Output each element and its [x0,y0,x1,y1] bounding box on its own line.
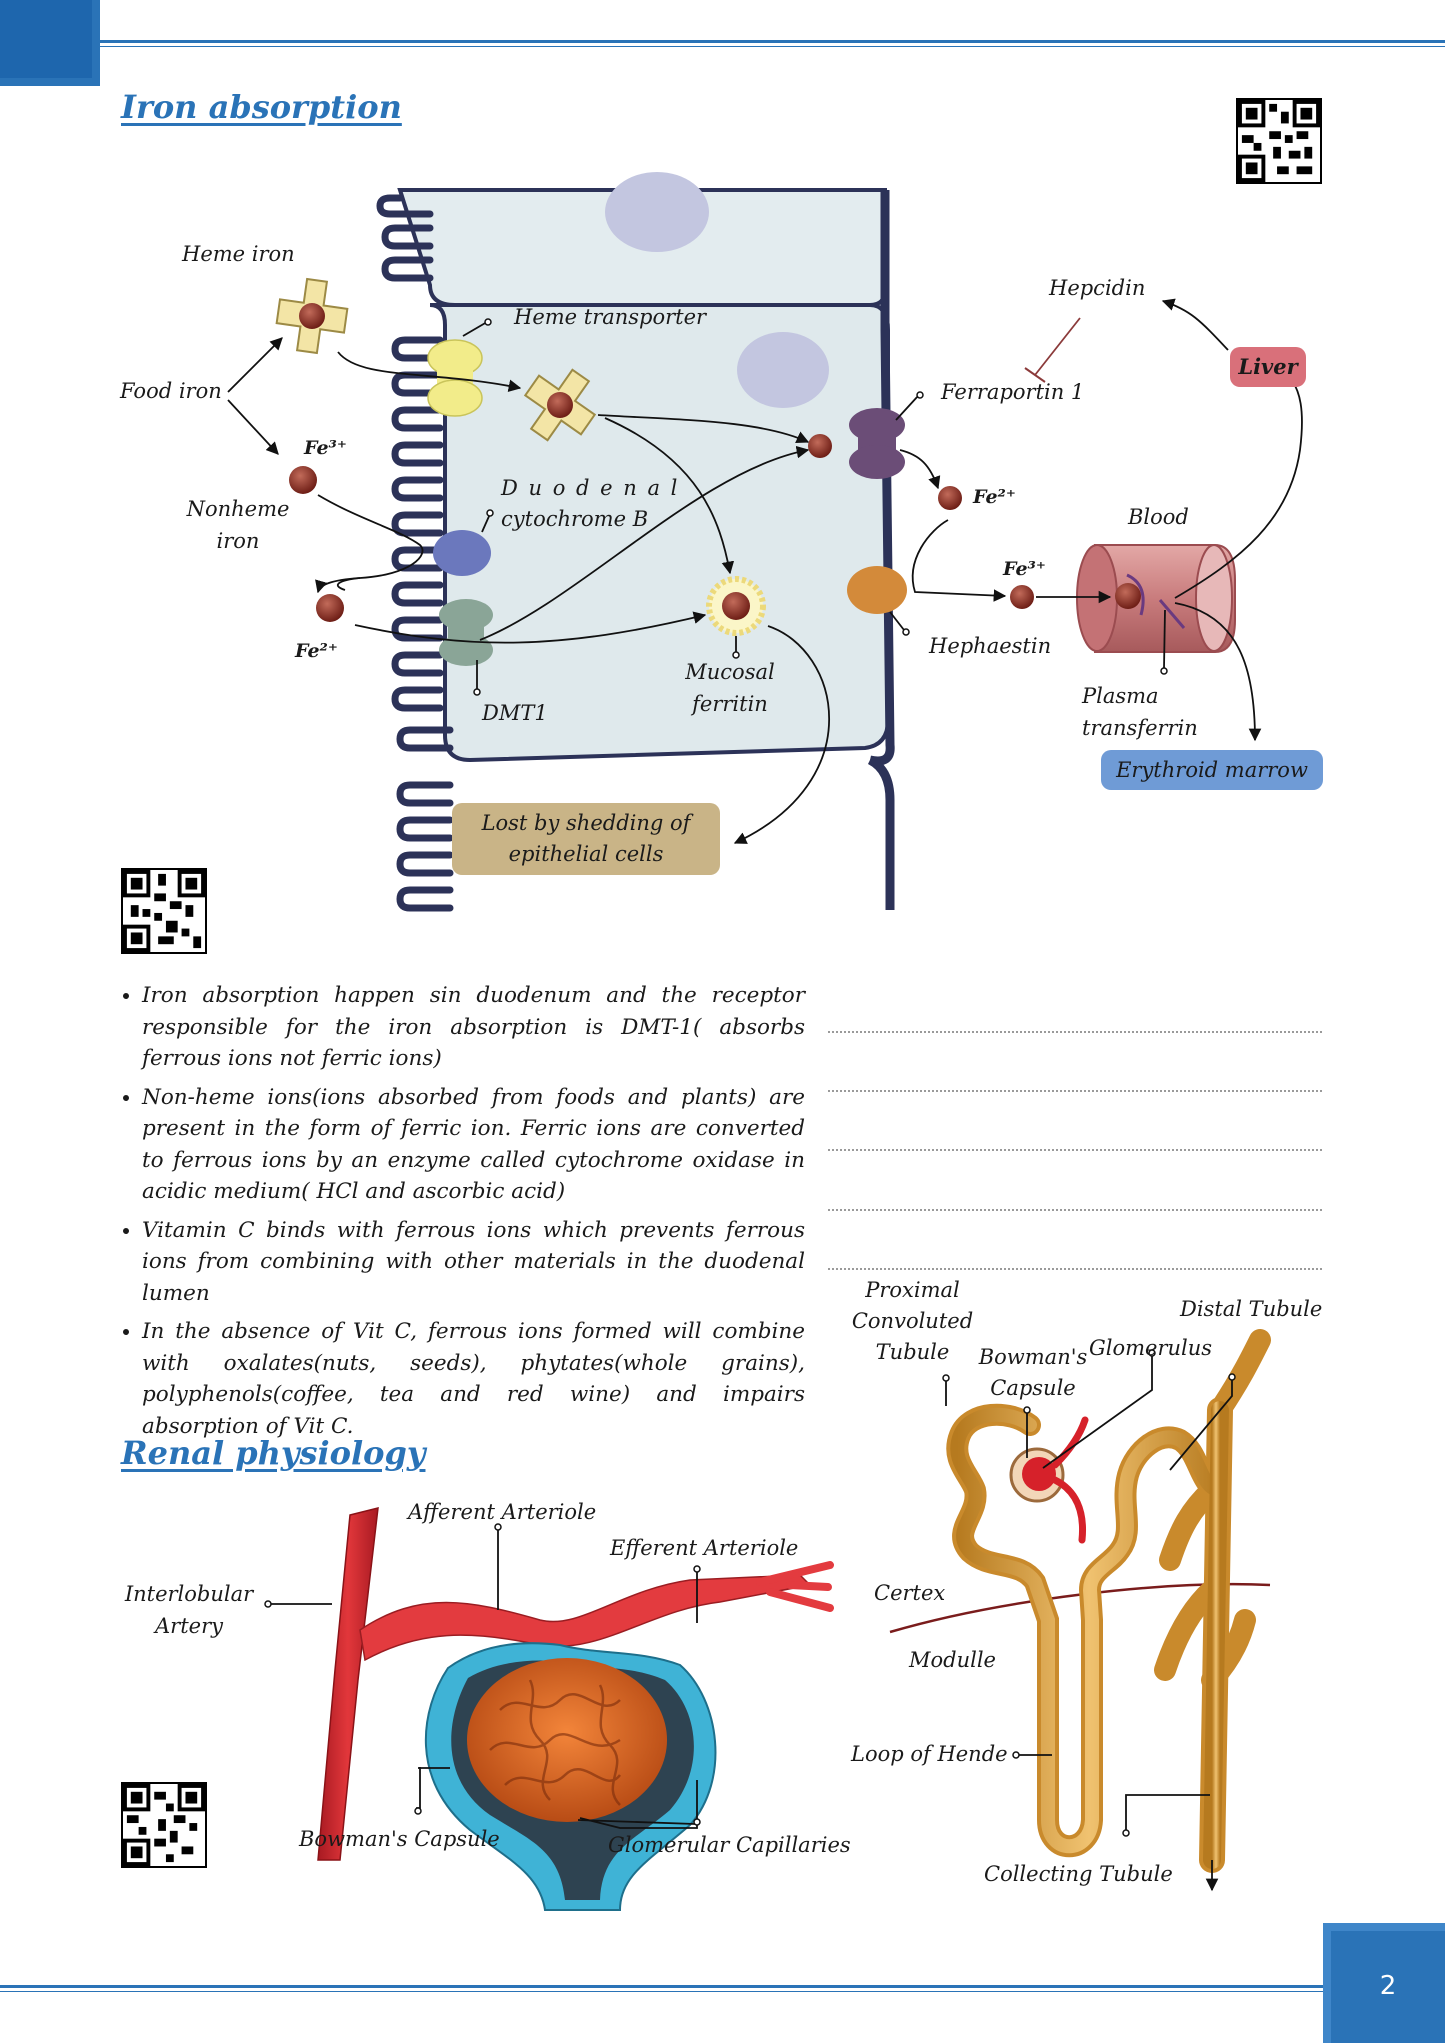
label-modulle: Modulle [909,1648,996,1672]
bullet-item: In the absence of Vit C, ferrous ions fo… [142,1316,805,1442]
qr-code-bottom[interactable] [121,1782,207,1868]
nephron-diagram [889,1329,1271,1892]
note-line [828,1209,1322,1211]
note-line [828,1268,1322,1270]
label-lost-shedding: Lost by shedding of epithelial cells [452,803,720,875]
blood-vessel [1076,544,1236,653]
iron-ball-inside [808,434,832,458]
qr-code-icon [1238,100,1320,182]
bullet-item: Iron absorption happen sin duodenum and … [142,980,805,1075]
nucleus-upper [605,172,709,252]
page-number-block: 2 [1323,1923,1445,2043]
label-fe2-left: Fe²⁺ [295,640,338,662]
label-distal-tubule: Distal Tubule [1180,1297,1323,1321]
qr-code-icon [123,1784,205,1866]
label-plasma-line2: transferrin [1082,716,1198,740]
renal-section-title: Renal physiology [121,1434,426,1472]
interlobular-artery [317,1507,379,1861]
iron-section-title: Iron absorption [121,88,402,126]
footer-rule [0,1985,1323,1988]
label-plasma-line1: Plasma [1082,684,1159,708]
label-certex: Certex [874,1581,946,1605]
header-rule-thin [100,46,1445,47]
label-dmt1: DMT1 [482,701,548,725]
note-line [828,1090,1322,1092]
label-nonheme-line1: Nonheme [186,497,290,521]
qr-code-top[interactable] [1236,98,1322,184]
glomerulus-diagram [264,1507,834,1911]
label-hephaestin: Hephaestin [929,634,1052,658]
ferroportin-protein [849,408,905,479]
label-nephron-bowman-line2: Capsule [990,1376,1076,1400]
label-bowmans-capsule: Bowman's Capsule [299,1827,500,1851]
qr-code-icon [123,870,205,952]
note-line [828,1031,1322,1033]
nucleus-main [737,332,829,408]
label-food-iron: Food iron [120,379,222,403]
microvilli [376,194,454,912]
fe3-ball-left [289,466,317,494]
label-fe3-right: Fe³⁺ [1003,558,1046,580]
glomerular-capillaries [467,1658,667,1822]
label-afferent-arteriole: Afferent Arteriole [408,1500,597,1524]
heme-inside-molecule [523,368,597,442]
label-duodenal-line1: D u o d e n a l [501,476,680,500]
duodenal-cytochrome-b-protein [433,530,491,576]
label-erythroid-marrow: Erythroid marrow [1101,750,1323,790]
fe2-ball-left [316,594,344,622]
label-nephron-bowman-line1: Bowman's [978,1345,1088,1369]
header-rule [100,40,1445,43]
label-interlobular-line2: Artery [155,1614,223,1638]
label-proximal-line1: Proximal [865,1278,960,1302]
label-glomerular-capillaries: Glomerular Capillaries [608,1833,851,1857]
heme-transporter-protein [427,339,483,417]
iron-absorption-diagram [227,172,1303,912]
label-nonheme-line2: iron [216,529,260,553]
footer-rule-thin [0,1991,1323,1992]
label-efferent-arteriole: Efferent Arteriole [610,1536,799,1560]
qr-code-middle[interactable] [121,868,207,954]
iron-bullet-list: Iron absorption happen sin duodenum and … [120,980,805,1449]
bullet-item: Non-heme ions(ions absorbed from foods a… [142,1082,805,1208]
afferent-efferent-arteriole [359,1574,812,1662]
label-fe3-left: Fe³⁺ [304,437,347,459]
label-proximal-line2: Convoluted [851,1309,974,1333]
heme-iron-molecule [275,277,349,355]
label-heme-transporter: Heme transporter [514,305,707,329]
corner-block-top [0,0,100,86]
label-hepcidin: Hepcidin [1049,276,1146,300]
label-duodenal-line2: cytochrome B [501,507,649,531]
label-mucosal-line2: ferritin [692,692,768,716]
page-number: 2 [1379,1971,1397,2001]
label-interlobular-line1: Interlobular [124,1582,254,1606]
fe3-ball-right [1010,585,1034,609]
label-ferraportin: Ferraportin 1 [941,380,1085,404]
mucosal-ferritin-molecule [706,576,766,636]
label-heme-iron: Heme iron [182,242,295,266]
hephaestin-protein [847,566,907,614]
label-blood: Blood [1128,505,1189,529]
label-loop-of-henle: Loop of Hende [851,1742,1008,1766]
label-mucosal-line1: Mucosal [685,660,775,684]
fe2-ball-right [938,486,962,510]
label-collecting-tubule: Collecting Tubule [984,1862,1173,1886]
label-fe2-right: Fe²⁺ [973,486,1016,508]
label-glomerulus: Glomerulus [1089,1336,1213,1360]
note-line [828,1149,1322,1151]
label-proximal-line3: Tubule [875,1340,950,1364]
label-liver: Liver [1230,347,1306,387]
bullet-item: Vitamin C binds with ferrous ions which … [142,1215,805,1310]
